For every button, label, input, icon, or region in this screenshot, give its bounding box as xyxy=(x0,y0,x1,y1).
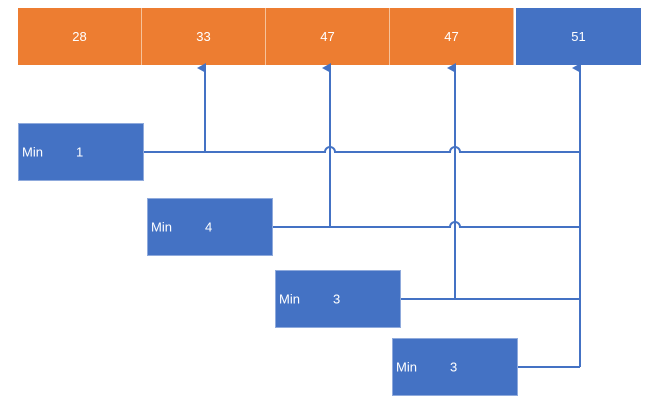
min-value: 3 xyxy=(450,359,458,375)
min-box-4: Min 3 xyxy=(392,338,518,396)
min-value: 4 xyxy=(205,219,213,235)
min-value: 3 xyxy=(333,291,341,307)
array-cell-0: 28 xyxy=(18,8,142,65)
min-label: Min xyxy=(396,359,417,375)
array-cell-3: 47 xyxy=(390,8,514,65)
array-cell-1: 33 xyxy=(142,8,266,65)
wire-min1-horizontal xyxy=(143,146,580,153)
array-cell-2: 47 xyxy=(266,8,390,65)
min-label: Min xyxy=(151,219,172,235)
min-box-3: Min 3 xyxy=(275,270,401,328)
min-label: Min xyxy=(22,144,43,160)
min-box-1: Min 1 xyxy=(18,123,144,181)
min-label: Min xyxy=(279,291,300,307)
array-cell-4: 51 xyxy=(516,8,641,65)
wire-min4-horizontal xyxy=(272,221,580,228)
min-box-2: Min 4 xyxy=(147,198,273,256)
min-value: 1 xyxy=(76,144,84,160)
